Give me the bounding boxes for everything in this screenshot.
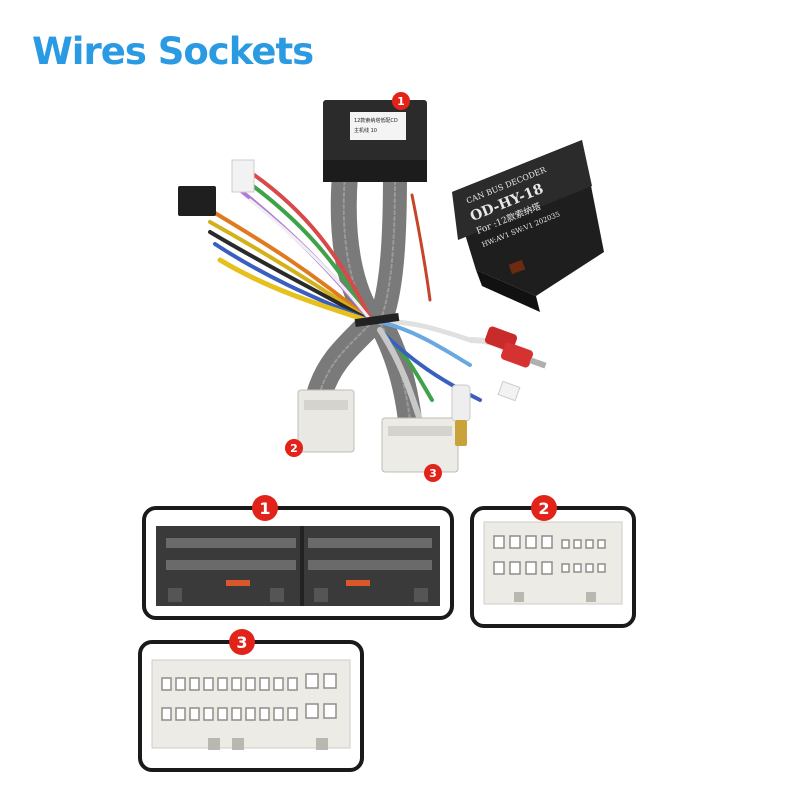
small-black-connector [178,186,216,216]
panel-callout-1: 1 [252,495,278,521]
svg-text:2: 2 [538,499,549,518]
svg-text:1: 1 [259,499,270,518]
connector-3-closeup-panel [138,640,364,772]
connector-3-photo [381,417,459,473]
connector-1-closeup-panel [142,506,454,620]
svg-text:3: 3 [236,633,247,652]
connector-2-photo [297,389,355,453]
svg-text:1: 1 [397,95,405,108]
callout-3: 3 [424,464,442,482]
callout-2: 2 [285,439,303,457]
panel-callout-2: 2 [531,495,557,521]
svg-text:3: 3 [429,467,437,480]
svg-text:2: 2 [290,442,298,455]
rca-plugs [451,326,547,446]
connector-label-line-1: 12款索纳塔低配CD [354,117,398,124]
connector-2-closeup-panel [470,506,636,628]
small-white-connector [231,159,255,193]
page-title: Wires Sockets [32,30,314,73]
panel-callout-3: 3 [229,629,255,655]
connector-label-line-2: 主机线 10 [354,127,377,134]
can-bus-decoder: CAN BUS DECODER OD-HY-18 For :12款索纳塔 HW:… [452,140,604,312]
connector-1-photo: 12款索纳塔低配CD 主机线 10 [323,100,427,182]
callout-1: 1 [392,92,410,110]
grey-wire-bundle [208,162,482,432]
